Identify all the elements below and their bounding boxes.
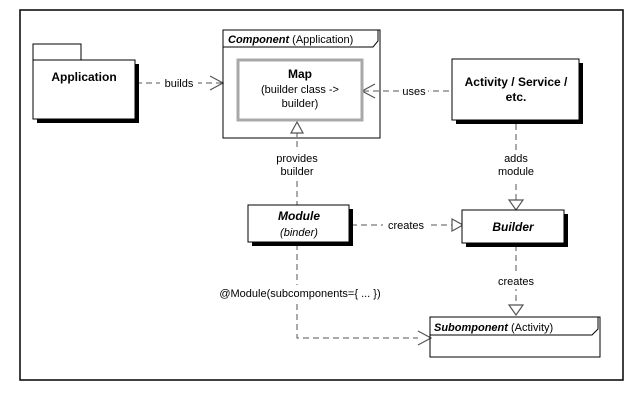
edge-label-creates-builder: creates	[498, 276, 535, 288]
edge-label-builder: builder	[280, 166, 313, 178]
map-box	[236, 58, 364, 122]
component-name: Component	[228, 34, 290, 46]
application-box	[32, 59, 136, 120]
subcomponent-title: Subomponent (Activity)	[434, 322, 553, 334]
edge-creates-builder-arrowhead	[507, 304, 525, 317]
subcomponent-header-tab	[429, 316, 599, 336]
activity-box	[451, 58, 580, 121]
map-line2: builder)	[282, 98, 319, 110]
edge-label-adds: adds	[504, 153, 528, 165]
node-module: Module (binder)	[247, 204, 353, 246]
activity-line1: Activity / Service /	[465, 75, 568, 89]
map-line1: (builder class ->	[261, 84, 339, 96]
edge-label-creates-module: creates	[388, 220, 425, 232]
application-tab	[32, 43, 82, 61]
edge-annotation-line	[296, 244, 418, 339]
builder-label: Builder	[492, 220, 535, 234]
edge-creates-module-arrowhead	[451, 217, 465, 233]
application-label: Application	[51, 70, 116, 84]
node-builder: Builder	[461, 209, 568, 247]
edge-label-uses: uses	[402, 86, 426, 98]
edge-adds-arrowhead	[507, 199, 525, 212]
module-qualifier: (binder)	[280, 227, 318, 239]
subcomponent-name: Subomponent	[434, 322, 509, 334]
edge-label-annotation: @Module(subcomponents={ ... })	[219, 288, 380, 300]
node-activity: Activity / Service / etc.	[451, 58, 583, 124]
edge-label-provides: provides	[276, 153, 318, 165]
diagram-frame	[19, 9, 624, 381]
node-map: Map (builder class -> builder)	[236, 58, 364, 122]
component-title: Component (Application)	[228, 34, 353, 46]
component-header-tab	[222, 29, 379, 48]
map-title: Map	[288, 67, 312, 81]
edge-label-builds: builds	[165, 78, 194, 90]
node-subcomponent: Subomponent (Activity)	[429, 316, 601, 358]
builder-box	[461, 209, 565, 244]
edge-annotation-arrowhead	[417, 330, 433, 346]
module-name: Module	[278, 209, 320, 223]
node-component: Component (Application)	[222, 29, 381, 139]
node-application: Application	[32, 43, 139, 123]
module-box	[247, 204, 350, 243]
edge-provides-arrowhead	[289, 120, 305, 134]
subcomponent-qualifier: (Activity)	[508, 322, 553, 334]
component-qualifier: (Application)	[289, 34, 353, 46]
activity-line2: etc.	[506, 90, 527, 104]
edge-label-module: module	[498, 166, 534, 178]
